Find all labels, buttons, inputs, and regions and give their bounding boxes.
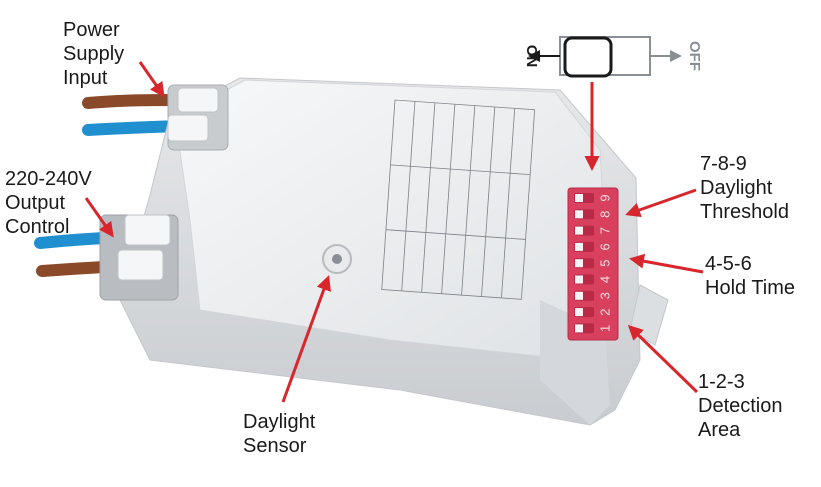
terminal-lever-bottom-1 [124,214,171,246]
dip-switch-knob [575,275,583,284]
label-detection-area: 1-2-3 Detection Area [698,371,783,441]
terminal-lever-top-1 [177,87,219,113]
dip-switch-knob [575,308,583,317]
dip-switch-knob [575,226,583,235]
dip-switch-knob [575,210,583,219]
dip-number-5: 5 [597,260,612,267]
label-output-control: 220-240V Output Control [5,168,92,238]
legend-slider [563,36,613,78]
dip-number-6: 6 [597,243,612,250]
dip-number-3: 3 [597,292,612,299]
label-daylight-threshold: 7-8-9 Daylight Threshold [700,153,789,223]
arrow-power-supply [138,61,165,98]
dip-switch-knob [575,291,583,300]
dip-number-1: 1 [597,325,612,332]
dip-number-8: 8 [597,211,612,218]
arrow-hold-time [629,253,704,274]
dip-number-9: 9 [597,194,612,201]
dip-switch-knob [575,324,583,333]
terminal-lever-bottom-2 [117,249,164,281]
label-daylight-sensor: Daylight Sensor [243,411,316,457]
brown-wire-top [82,94,186,109]
sensor-device: 1 2 3 4 5 6 7 8 9 [99,77,669,426]
dip-switch-knob [575,242,583,251]
arrow-daylight-threshold [625,188,697,218]
dip-levers: 1 2 3 4 5 6 7 8 9 [574,193,612,334]
legend-off-text: OFF [686,41,703,71]
dip-switch-knob [575,259,583,268]
dip-number-2: 2 [597,308,612,315]
label-hold-time: 4-5-6 Hold Time [705,253,796,299]
callout-arrows [84,61,704,403]
label-power-supply-input: Power Supply Input [63,19,125,89]
settings-table [381,99,536,300]
legend-on-text: ON [523,45,540,68]
arrow-detection-area [627,324,699,394]
terminal-lever-top-2 [167,114,209,142]
dip-number-7: 7 [597,227,612,234]
dip-switch-bank[interactable]: 1 2 3 4 5 6 7 8 9 [567,187,619,341]
dip-switch-knob [575,194,583,202]
arrow-output-control [84,197,114,238]
switch-legend: ON OFF [523,36,703,78]
arrow-daylight-sensor [281,275,331,403]
dip-number-4: 4 [597,276,612,283]
